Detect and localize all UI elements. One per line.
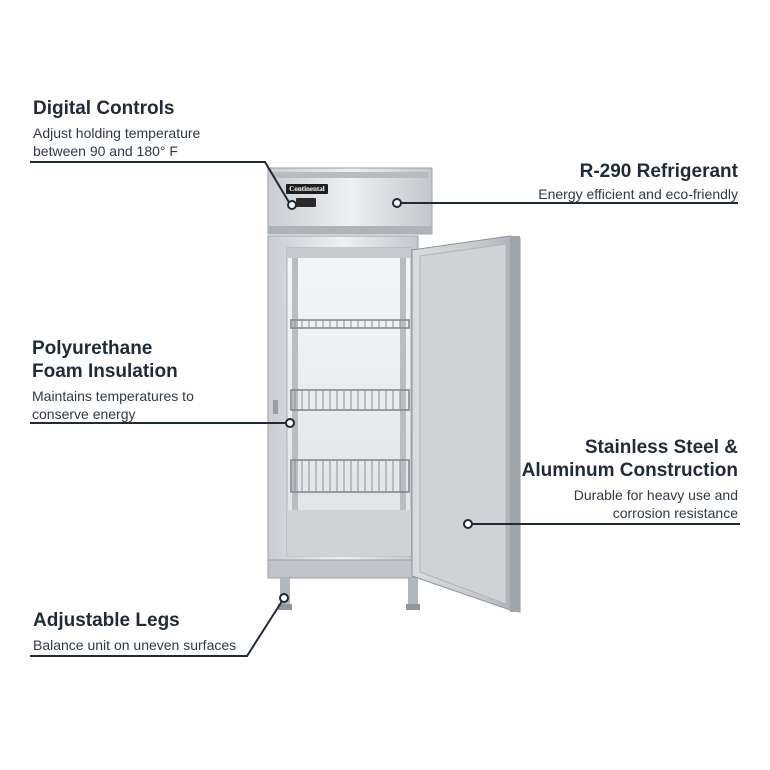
callout-title: Digital Controls: [33, 98, 175, 119]
cabinet: [267, 235, 419, 579]
shelf-top: [290, 319, 410, 329]
callout-description: Maintains temperatures to conserve energ…: [32, 388, 194, 422]
callout-description: Balance unit on uneven surfaces: [33, 637, 237, 653]
callout-leaders: [30, 161, 740, 657]
callout-refrigerant: R-290 Refrigerant Energy efficient and e…: [538, 160, 738, 203]
leader-digital-controls: [30, 161, 291, 205]
dot-legs: [279, 593, 289, 603]
dot-construction: [463, 519, 473, 529]
callout-description: Energy efficient and eco-friendly: [538, 186, 738, 202]
callout-title: Adjustable Legs: [33, 610, 180, 631]
adjustable-legs: [278, 578, 420, 610]
callout-title: Polyurethane Foam Insulation: [32, 338, 178, 382]
leader-dots: [279, 198, 473, 603]
brand-label: Continental: [289, 185, 325, 193]
callout-title: Stainless Steel & Aluminum Construction: [521, 437, 738, 481]
control-panel: [267, 167, 433, 235]
callout-digital-controls: Digital Controls Adjust holding temperat…: [33, 97, 200, 160]
dot-refrigerant: [392, 198, 402, 208]
callout-construction: Stainless Steel & Aluminum Construction …: [522, 436, 738, 522]
open-door: [411, 235, 521, 613]
brand-badge: [286, 184, 328, 194]
digital-display: [296, 198, 316, 207]
shelf-middle: [290, 389, 410, 411]
callout-insulation: Polyurethane Foam Insulation Maintains t…: [32, 337, 194, 423]
dot-digital-controls: [287, 200, 297, 210]
door-latch: [273, 400, 278, 414]
callout-legs: Adjustable Legs Balance unit on uneven s…: [33, 609, 236, 654]
dot-insulation: [285, 418, 295, 428]
callout-description: Adjust holding temperature between 90 an…: [33, 125, 201, 159]
callout-description: Durable for heavy use and corrosion resi…: [573, 487, 738, 521]
wire-shelves: [290, 319, 410, 493]
leader-legs: [30, 597, 285, 657]
shelf-bottom: [290, 459, 410, 493]
callout-title: R-290 Refrigerant: [579, 161, 738, 182]
